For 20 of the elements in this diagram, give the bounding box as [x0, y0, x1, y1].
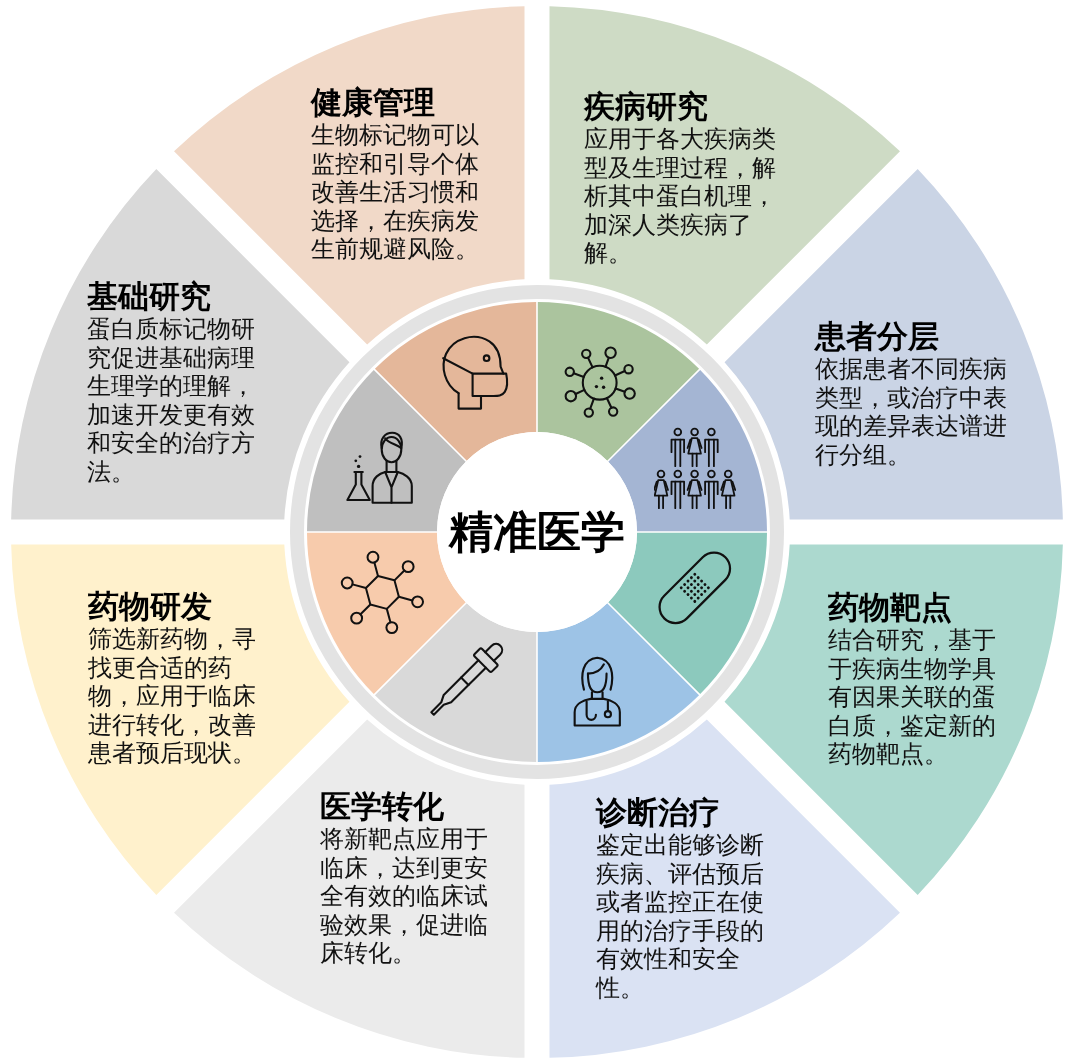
- segment-description: 依据患者不同疾病类型，或治疗中表现的差异表达谱进行分组。: [815, 355, 1008, 470]
- segment-heading: 患者分层: [815, 318, 939, 355]
- segment-description: 结合研究，基于于疾病生物学具有因果关联的蛋白质，鉴定新的药物靶点。: [828, 626, 997, 769]
- segment-description: 鉴定出能够诊断疾病、评估预后或者监控正在使用的治疗手段的有效性和安全性。: [596, 831, 765, 1003]
- icon-segment: [374, 603, 537, 762]
- segment-description: 筛选新药物，寻找更合适的药物，应用于临床进行转化，改善患者预后现状。: [88, 625, 257, 768]
- segment-description: 将新靶点应用于临床，达到更安全有效的临床试验效果，促进临床转化。: [320, 825, 489, 968]
- segment-description: 应用于各大疾病类型及生理过程，解析其中蛋白机理，加深人类疾病了解。: [584, 125, 777, 268]
- segment-description: 生物标记物可以监控和引导个体改善生活习惯和选择，在疾病发生前规避风险。: [311, 121, 480, 264]
- segment-description: 蛋白质标记物研究促进基础病理生理学的理解，加速开发更有效和安全的治疗方法。: [87, 315, 256, 487]
- segment-heading: 疾病研究: [584, 88, 708, 125]
- segment-heading: 健康管理: [311, 84, 435, 121]
- icon-segment: [537, 603, 700, 762]
- segment-heading: 诊断治疗: [596, 794, 720, 831]
- segment-heading: 药物研发: [88, 588, 212, 625]
- segment-heading: 药物靶点: [828, 589, 952, 626]
- icon-segment: [537, 302, 700, 461]
- segment-heading: 基础研究: [87, 278, 211, 315]
- segment-heading: 医学转化: [320, 788, 444, 825]
- icon-segment: [374, 302, 537, 461]
